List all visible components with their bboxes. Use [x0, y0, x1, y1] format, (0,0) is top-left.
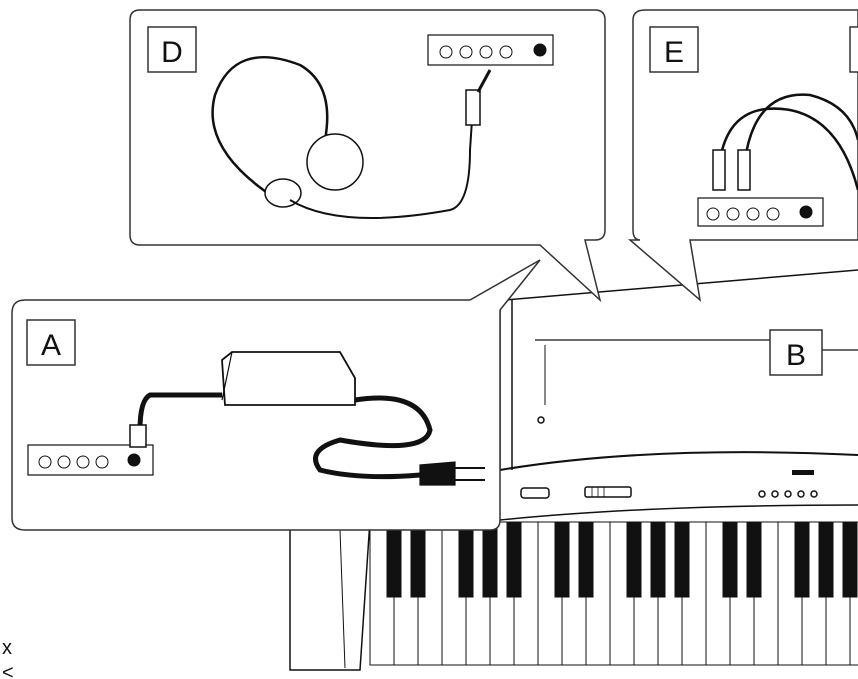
panel-e-cables: E	[627, 9, 858, 302]
black-key	[626, 521, 642, 598]
label-box-b	[769, 329, 823, 376]
panel-d-headphones: D	[129, 9, 606, 303]
black-key	[482, 521, 498, 598]
headphones-icon	[211, 56, 492, 219]
label-d: D	[161, 36, 183, 69]
black-key	[794, 521, 810, 598]
panel-a-adapter: A	[11, 259, 541, 531]
black-key	[650, 521, 666, 598]
black-key	[842, 521, 858, 598]
black-key	[746, 521, 762, 598]
black-key	[674, 521, 690, 598]
ac-adapter-icon	[129, 351, 485, 486]
black-key	[818, 521, 834, 598]
black-key	[506, 521, 522, 598]
black-key	[578, 521, 594, 598]
piano-keys	[369, 521, 858, 666]
label-a: A	[41, 329, 61, 362]
jack-panel-a	[27, 444, 154, 476]
label-e: E	[664, 36, 684, 69]
stray-char-2: <	[2, 662, 14, 679]
stray-char: x	[2, 637, 12, 659]
audio-cables-icon	[712, 93, 858, 191]
label-box-e	[649, 26, 699, 73]
label-box-a	[26, 319, 76, 366]
label-b: B	[786, 339, 806, 372]
black-key	[410, 521, 426, 598]
jack-panel-d	[427, 34, 554, 66]
black-key	[458, 521, 474, 598]
black-key	[554, 521, 570, 598]
label-box-d	[147, 26, 197, 73]
black-key	[386, 521, 402, 598]
jack-panel-e	[697, 197, 824, 227]
black-key	[722, 521, 738, 598]
